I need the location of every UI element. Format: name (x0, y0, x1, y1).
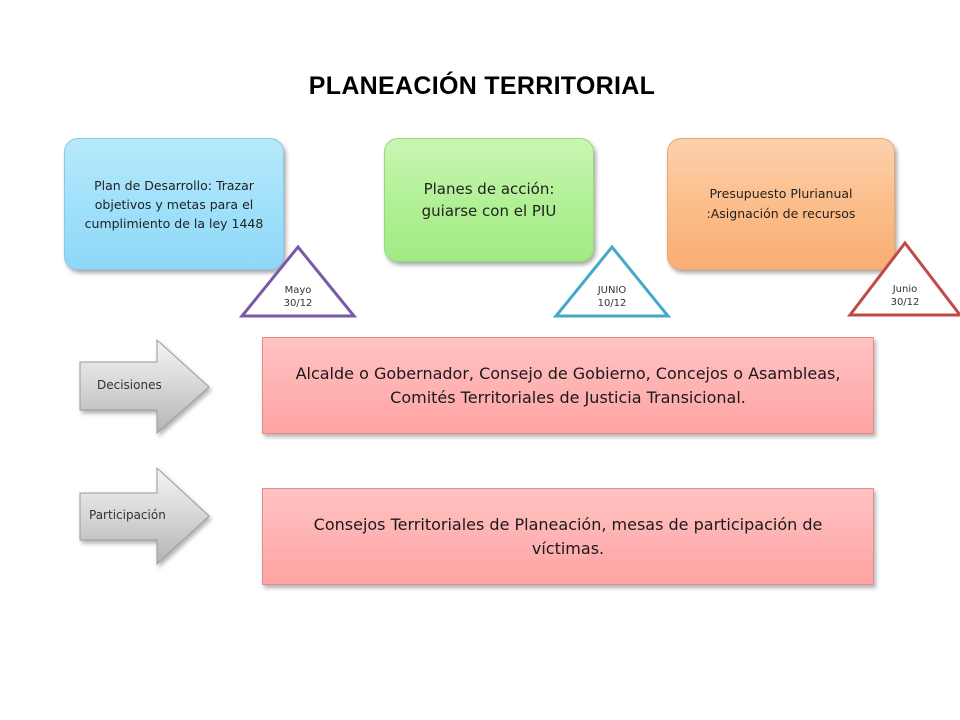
mayo-milestone-month: Mayo (284, 285, 312, 296)
junio-milestone-date: 30/12 (890, 297, 920, 308)
junio-caps-milestone-triangle (552, 244, 672, 318)
mayo-milestone-date: 30/12 (283, 298, 313, 309)
planes-accion-text: Planes de acción: guiarse con el PIU (421, 180, 557, 220)
participacion-text: Consejos Territoriales de Planeación, me… (313, 514, 823, 558)
decisiones-box: Alcalde o Gobernador, Consejo de Gobiern… (262, 337, 874, 434)
participacion-arrow-icon (79, 466, 210, 566)
decisiones-arrow-icon (79, 338, 210, 435)
participacion-label: Participación (89, 508, 166, 522)
junio-caps-milestone-label: JUNIO 10/12 (582, 284, 642, 310)
decisiones-text: Alcalde o Gobernador, Consejo de Gobiern… (295, 363, 841, 407)
planes-accion-card: Planes de acción: guiarse con el PIU (384, 138, 594, 262)
mayo-milestone-label: Mayo 30/12 (268, 284, 328, 310)
junio-milestone-month: Junio (892, 284, 918, 295)
page-title: PLANEACIÓN TERRITORIAL (0, 72, 960, 101)
plan-desarrollo-text: Plan de Desarrollo: Trazar objetivos y m… (84, 177, 264, 231)
page-title-text: PLANEACIÓN TERRITORIAL (308, 72, 656, 100)
mayo-milestone-triangle (238, 244, 358, 318)
presupuesto-text: Presupuesto Plurianual :Asignación de re… (707, 184, 856, 224)
junio-caps-milestone-date: 10/12 (597, 298, 627, 309)
plan-desarrollo-card: Plan de Desarrollo: Trazar objetivos y m… (64, 138, 284, 270)
presupuesto-text-line2: :Asignación de recursos (706, 206, 856, 221)
presupuesto-card: Presupuesto Plurianual :Asignación de re… (667, 138, 895, 270)
presupuesto-text-line1: Presupuesto Plurianual (709, 186, 853, 201)
junio-milestone-triangle (846, 240, 960, 317)
decisiones-label: Decisiones (97, 378, 162, 392)
junio-milestone-label: Junio 30/12 (875, 283, 935, 309)
participacion-box: Consejos Territoriales de Planeación, me… (262, 488, 874, 585)
junio-caps-milestone-month: JUNIO (597, 285, 627, 296)
